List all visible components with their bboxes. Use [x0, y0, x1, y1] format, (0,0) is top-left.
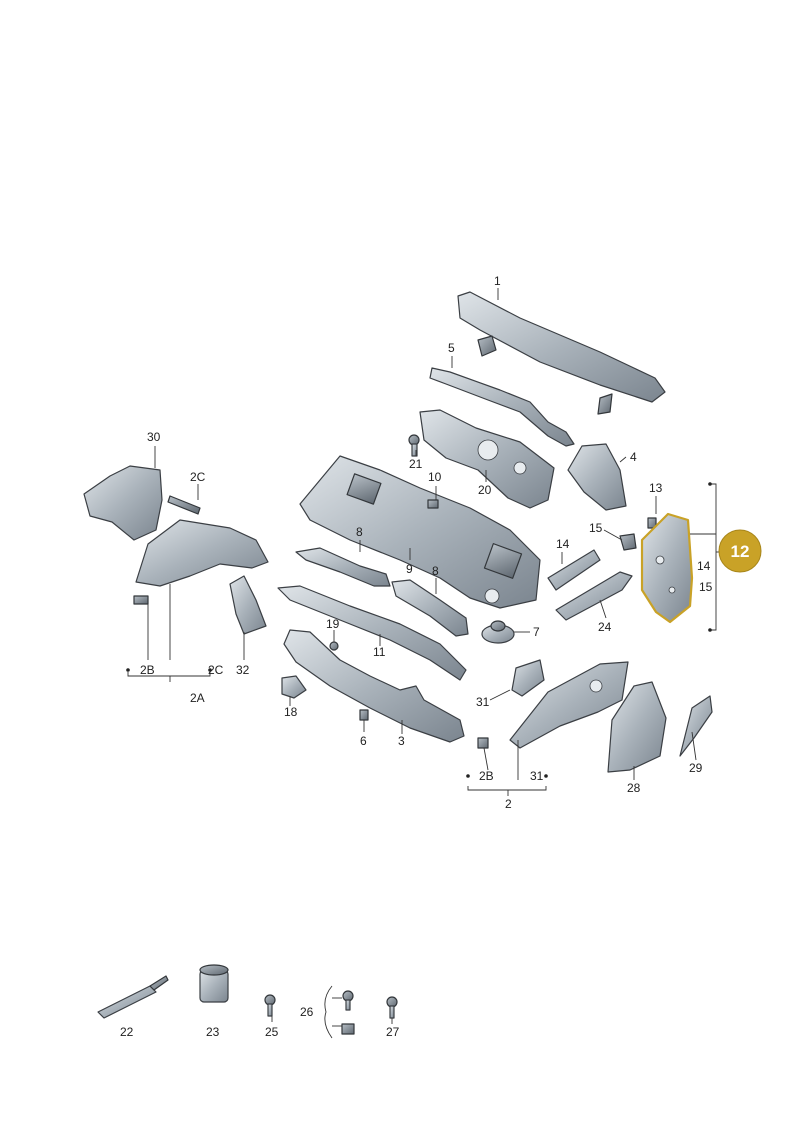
part-12-highlighted-panel[interactable] — [640, 512, 694, 624]
label-11: 11 — [373, 645, 386, 659]
part-18 — [281, 675, 307, 699]
part-2C-clip — [167, 495, 201, 515]
part-26-screw-b — [341, 1023, 355, 1035]
part-32 — [229, 575, 267, 635]
label-2: 2 — [505, 797, 512, 811]
part-8-strip — [295, 547, 391, 587]
part-2B-clip-right — [477, 737, 489, 749]
label-32: 32 — [236, 663, 250, 677]
part-10-clip — [427, 499, 439, 509]
part-7-grommet — [481, 620, 515, 644]
badge-12[interactable]: 12 — [718, 529, 762, 573]
part-2-assembly — [509, 661, 629, 749]
part-27-screw — [386, 996, 398, 1019]
label-14-right: 14 — [697, 559, 711, 573]
label-2C-top: 2C — [190, 470, 206, 484]
label-2B-left: 2B — [140, 663, 155, 677]
label-8-mid: 8 — [432, 564, 439, 578]
label-18: 18 — [284, 705, 298, 719]
part-1-cross-member — [457, 291, 666, 415]
label-30: 30 — [147, 430, 161, 444]
part-23-bushing — [199, 964, 229, 1003]
label-25: 25 — [265, 1025, 279, 1039]
label-2B-right: 2B — [479, 769, 494, 783]
part-11-member — [277, 585, 467, 681]
part-30 — [83, 465, 163, 541]
part-20-upper-panel — [419, 409, 555, 509]
part-2A-assembly — [135, 519, 269, 587]
label-26: 26 — [300, 1005, 314, 1019]
label-14-left: 14 — [556, 537, 570, 551]
part-21-bolt — [408, 434, 420, 457]
label-28: 28 — [627, 781, 641, 795]
part-25-screw — [264, 994, 276, 1017]
part-2B-clip — [133, 595, 149, 605]
part-31-bracket — [511, 659, 545, 697]
label-21: 21 — [409, 457, 423, 471]
part-13-clip — [647, 517, 657, 529]
part-22-tool — [97, 975, 169, 1019]
part-15-bracket — [619, 533, 637, 551]
bracket-dots — [126, 482, 712, 778]
label-2A: 2A — [190, 691, 205, 705]
label-15-right: 15 — [699, 580, 713, 594]
label-6: 6 — [360, 734, 367, 748]
part-4 — [567, 443, 627, 511]
label-3: 3 — [398, 734, 405, 748]
label-27: 27 — [386, 1025, 400, 1039]
part-5-strip — [429, 367, 575, 447]
label-10: 10 — [428, 470, 442, 484]
part-3-lower-member — [283, 629, 465, 743]
label-20: 20 — [478, 483, 492, 497]
label-1: 1 — [494, 274, 501, 288]
label-31-bottom: 31 — [530, 769, 544, 783]
part-28 — [607, 681, 667, 773]
badge-circle — [718, 529, 762, 573]
part-19-bolt — [329, 641, 339, 651]
label-9: 9 — [406, 562, 413, 576]
label-24: 24 — [598, 620, 612, 634]
part-8-strip-right — [391, 579, 469, 637]
part-24 — [555, 571, 633, 621]
part-6-clip — [359, 709, 369, 721]
badge-label: 12 — [731, 542, 750, 561]
part-14-strip — [547, 549, 601, 591]
part-29 — [679, 695, 713, 757]
label-5: 5 — [448, 341, 455, 355]
label-2C-left: 2C — [208, 663, 224, 677]
label-23: 23 — [206, 1025, 220, 1039]
label-31-top: 31 — [476, 695, 490, 709]
label-15-left: 15 — [589, 521, 603, 535]
label-22: 22 — [120, 1025, 134, 1039]
part-9-bulkhead — [299, 455, 541, 609]
label-7: 7 — [533, 625, 540, 639]
label-4: 4 — [630, 450, 637, 464]
leader-lines — [127, 288, 726, 1039]
label-29: 29 — [689, 761, 703, 775]
part-26-screw-a — [342, 990, 354, 1011]
label-19: 19 — [326, 617, 340, 631]
label-13: 13 — [649, 481, 663, 495]
label-8-top: 8 — [356, 525, 363, 539]
